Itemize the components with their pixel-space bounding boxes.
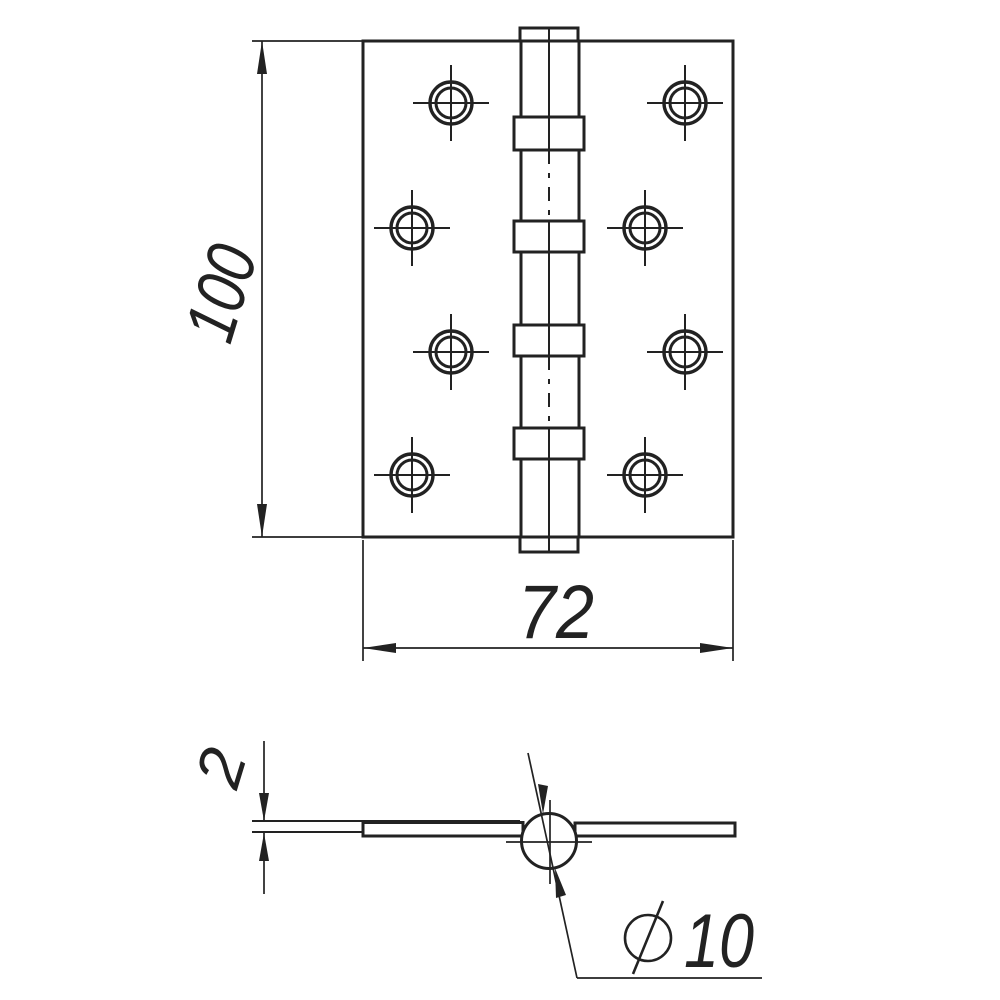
leader-line xyxy=(527,752,578,979)
width-dimension-label: 72 xyxy=(518,570,594,655)
right-leaf-edge xyxy=(573,821,737,838)
thickness-dimension-label: 2 xyxy=(181,740,261,796)
arrowhead-right xyxy=(700,643,733,653)
height-dimension-label: 100 xyxy=(170,236,273,351)
arrowhead-up xyxy=(257,41,267,74)
arrowhead-left xyxy=(363,643,396,653)
edge-view xyxy=(252,800,737,884)
arrowhead-down xyxy=(257,504,267,537)
right-leaf-plate xyxy=(577,39,735,539)
left-leaf-edge xyxy=(361,821,525,838)
front-view xyxy=(361,26,735,554)
height-dimension: 100 xyxy=(170,40,363,538)
arrowhead-diameter-top xyxy=(538,784,548,814)
arrowhead-up xyxy=(259,833,269,861)
pin-diameter-callout: 10 xyxy=(527,752,762,984)
arrowhead-down xyxy=(259,793,269,821)
width-dimension: 72 xyxy=(362,540,734,661)
arrowhead-diameter-bottom xyxy=(555,868,566,898)
thickness-dimension: 2 xyxy=(181,740,269,894)
pin-circle xyxy=(520,812,578,870)
pin-diameter-label: 10 xyxy=(684,899,754,984)
diameter-symbol-icon xyxy=(623,900,673,975)
